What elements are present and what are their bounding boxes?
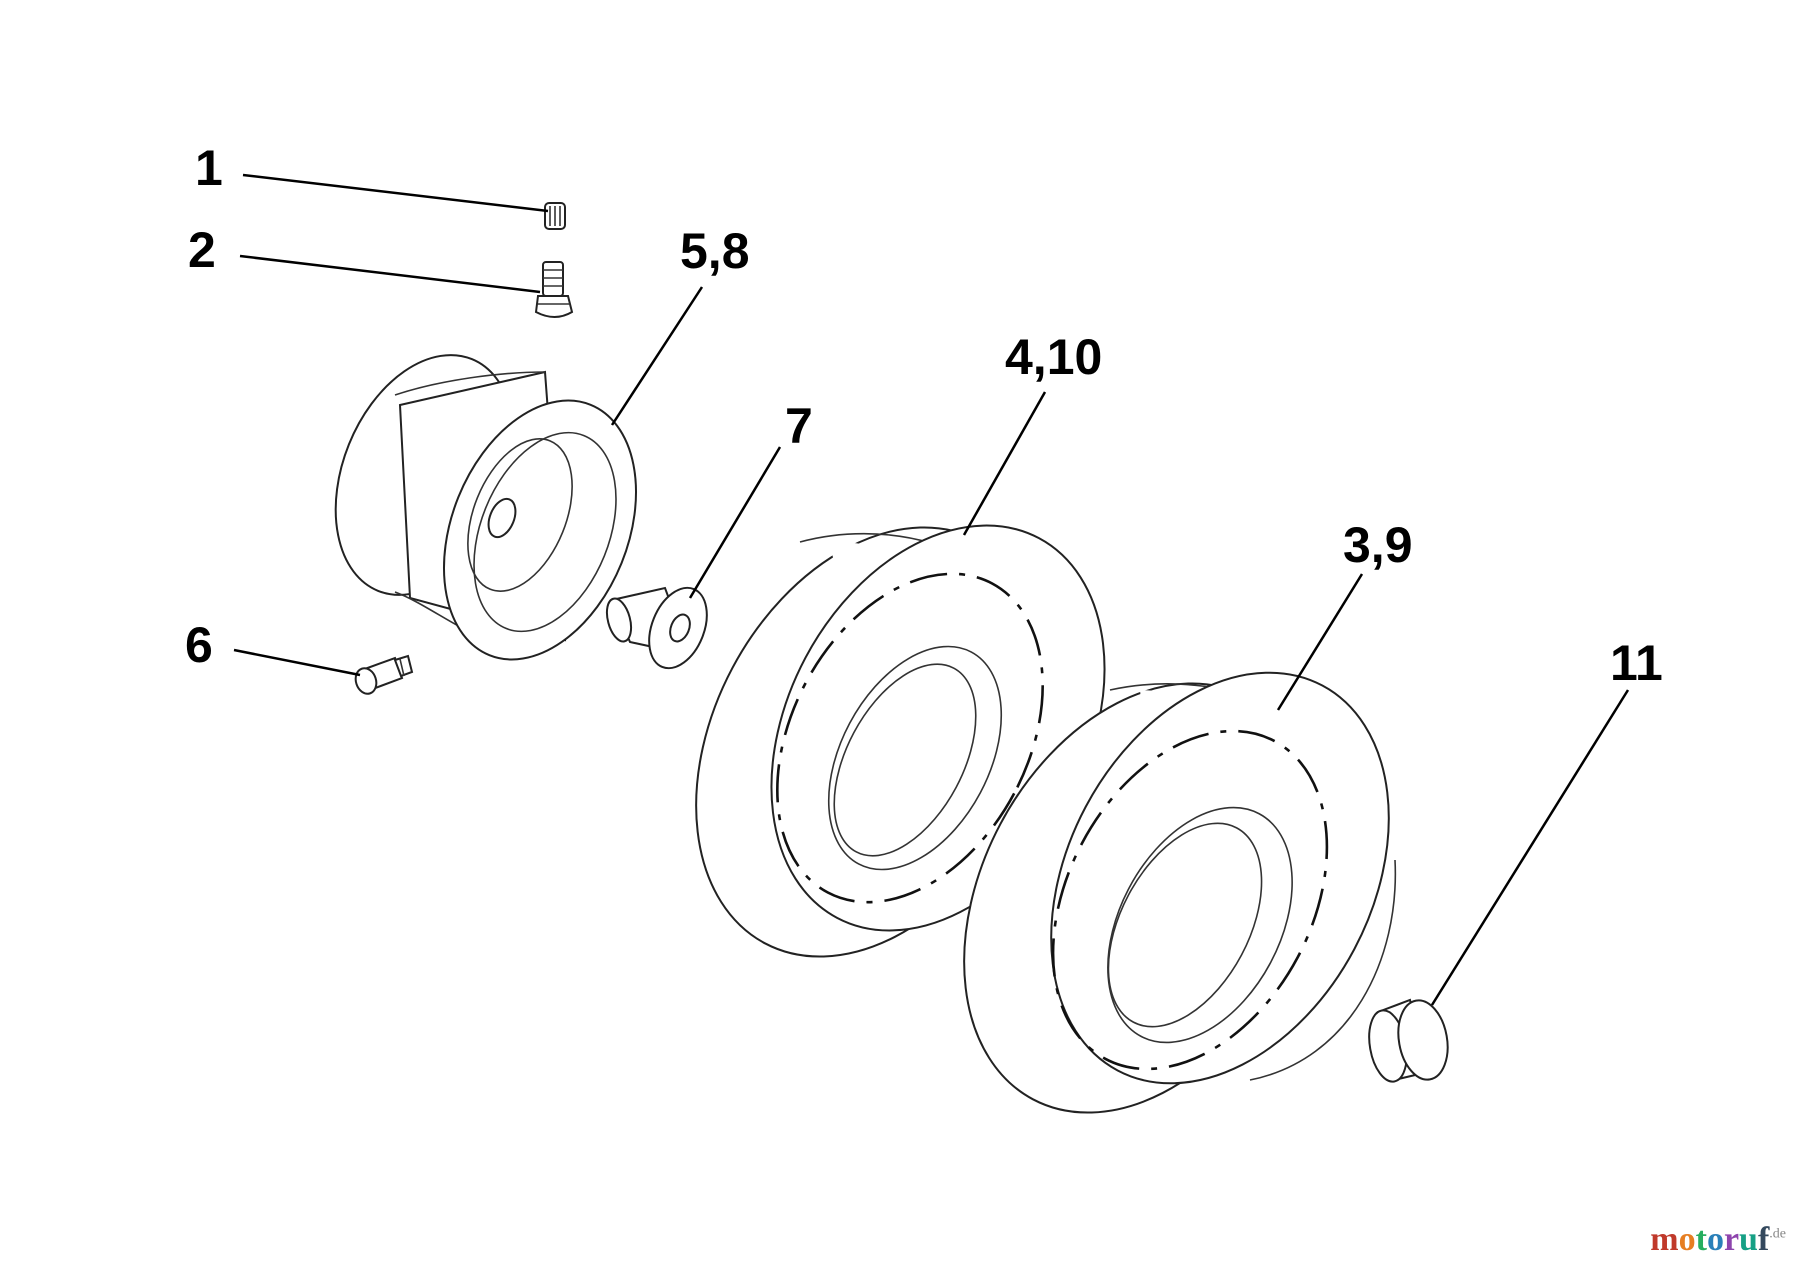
leader-1 bbox=[242, 173, 549, 213]
leader-4-10 bbox=[962, 391, 1047, 536]
leader-11 bbox=[1430, 689, 1630, 1006]
watermark-tld: .de bbox=[1769, 1226, 1786, 1242]
leader-2 bbox=[239, 254, 541, 294]
callout-label-3-9: 3,9 bbox=[1343, 517, 1413, 573]
bushing-part bbox=[605, 586, 708, 670]
watermark-letter: u bbox=[1739, 1221, 1758, 1258]
watermark-letter: o bbox=[1678, 1221, 1696, 1258]
callout-labels: 1 2 5,8 4,10 7 3,9 11 6 bbox=[185, 140, 1663, 691]
callout-label-5-8: 5,8 bbox=[680, 223, 750, 279]
watermark-logo: motoruf.de bbox=[1650, 1221, 1786, 1259]
watermark-letter: f bbox=[1757, 1221, 1770, 1258]
hub-cap-part bbox=[1368, 998, 1449, 1083]
leader-5-8 bbox=[610, 286, 704, 426]
callout-label-4-10: 4,10 bbox=[1005, 329, 1102, 385]
watermark-letter: o bbox=[1706, 1221, 1724, 1258]
watermark-letter: r bbox=[1723, 1221, 1740, 1258]
grease-fitting-part bbox=[354, 654, 414, 695]
tire-rear-part bbox=[963, 671, 1397, 1114]
wheel-rim-part bbox=[334, 354, 637, 661]
watermark-letter: t bbox=[1695, 1221, 1707, 1258]
callout-label-6: 6 bbox=[185, 617, 213, 673]
valve-stem-part bbox=[534, 261, 574, 318]
valve-cap-part bbox=[544, 202, 566, 230]
leader-3-9 bbox=[1276, 573, 1364, 711]
callout-label-11: 11 bbox=[1610, 635, 1663, 691]
leader-6 bbox=[233, 648, 361, 677]
watermark-letter: m bbox=[1650, 1221, 1679, 1258]
callout-label-1: 1 bbox=[195, 140, 223, 196]
callout-label-7: 7 bbox=[785, 398, 813, 454]
leader-7 bbox=[688, 446, 782, 599]
watermark-letters: motoruf bbox=[1650, 1221, 1769, 1258]
leader-lines bbox=[233, 173, 1630, 1006]
callout-label-2: 2 bbox=[188, 222, 216, 278]
